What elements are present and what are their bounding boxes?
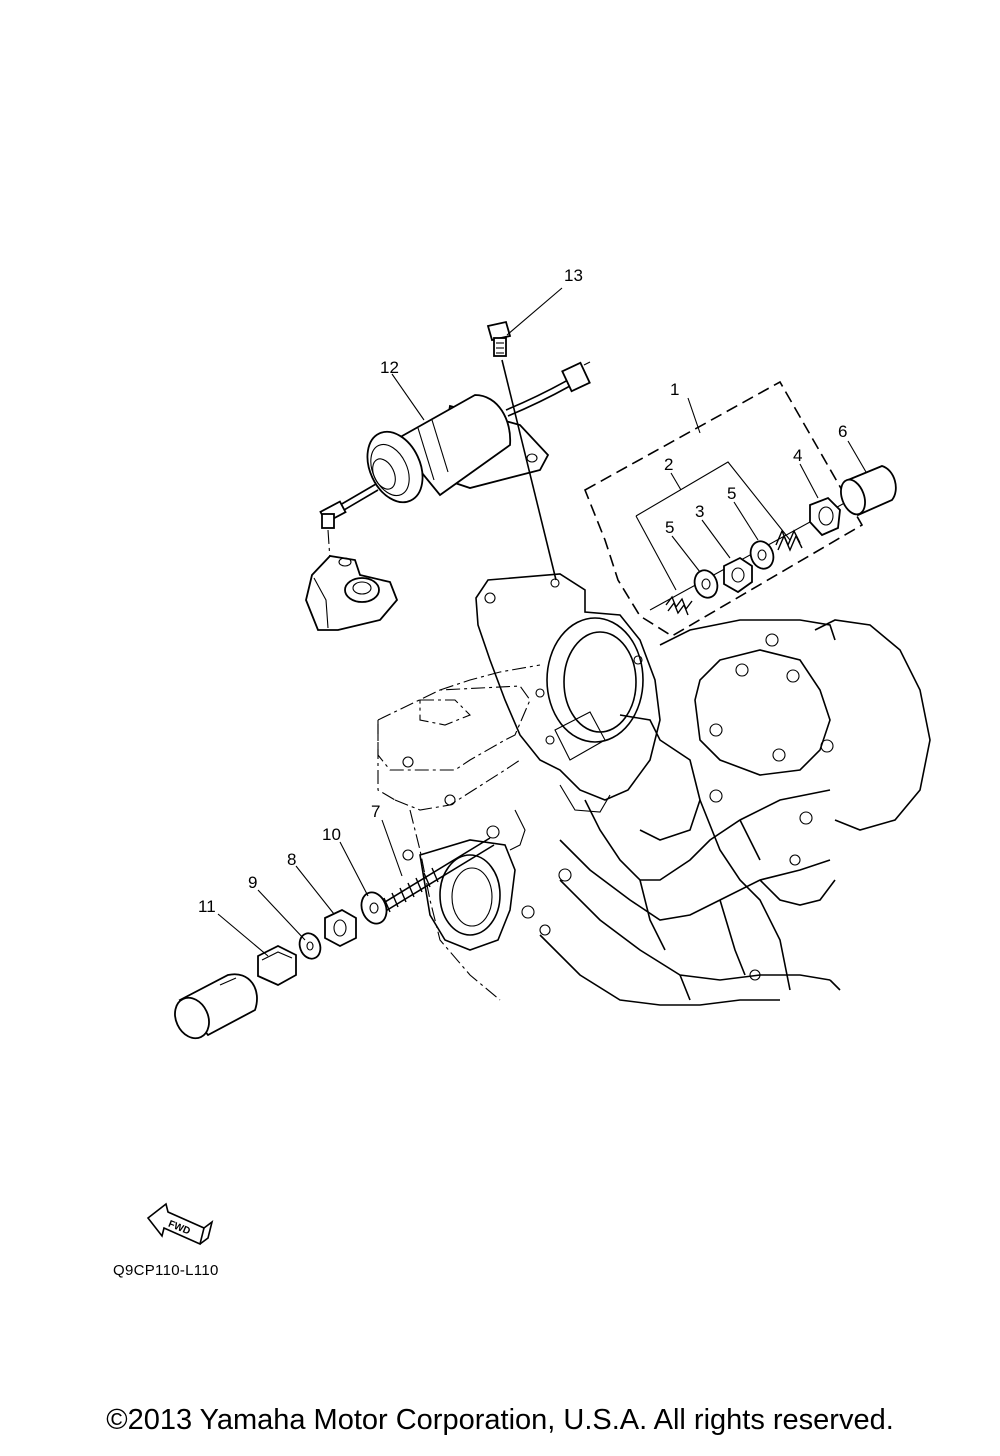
- callout-6: 6: [838, 422, 847, 441]
- spring-lower-left: [665, 595, 693, 616]
- callout-13: 13: [564, 266, 583, 285]
- callout-10: 10: [322, 825, 341, 844]
- callout-12: 12: [380, 358, 399, 377]
- bracket-part-2: [635, 461, 791, 591]
- callout-5-right: 5: [727, 484, 736, 503]
- callout-11: 11: [198, 897, 216, 916]
- engine-block-outline: [377, 573, 931, 1006]
- callout-4: 4: [793, 446, 802, 465]
- callout-8: 8: [287, 850, 296, 869]
- upper-stack-parts: [649, 465, 897, 616]
- callout-labels: 1 2 3 4 5 5 6 7 8 9 10 11 12 13: [198, 266, 847, 916]
- linkage-bracket: [305, 529, 399, 631]
- spring-upper-right: [775, 529, 803, 552]
- callout-5-left: 5: [665, 518, 674, 537]
- callout-7: 7: [371, 802, 380, 821]
- callout-3: 3: [695, 502, 704, 521]
- callout-9: 9: [248, 873, 257, 892]
- callout-1: 1: [670, 380, 679, 399]
- drawing-id: Q9CP110-L110: [113, 1262, 219, 1279]
- copyright-notice: ©2013 Yamaha Motor Corporation, U.S.A. A…: [106, 1404, 894, 1436]
- bolt-part-13: [486, 287, 563, 581]
- kit-outline-part-1: [583, 380, 864, 637]
- callout-2: 2: [664, 455, 673, 474]
- solenoid-part-12: [319, 361, 591, 529]
- lower-stack-parts: [174, 837, 495, 1040]
- leader-lines: [217, 373, 867, 957]
- fwd-arrow-icon: FWD: [146, 1202, 214, 1246]
